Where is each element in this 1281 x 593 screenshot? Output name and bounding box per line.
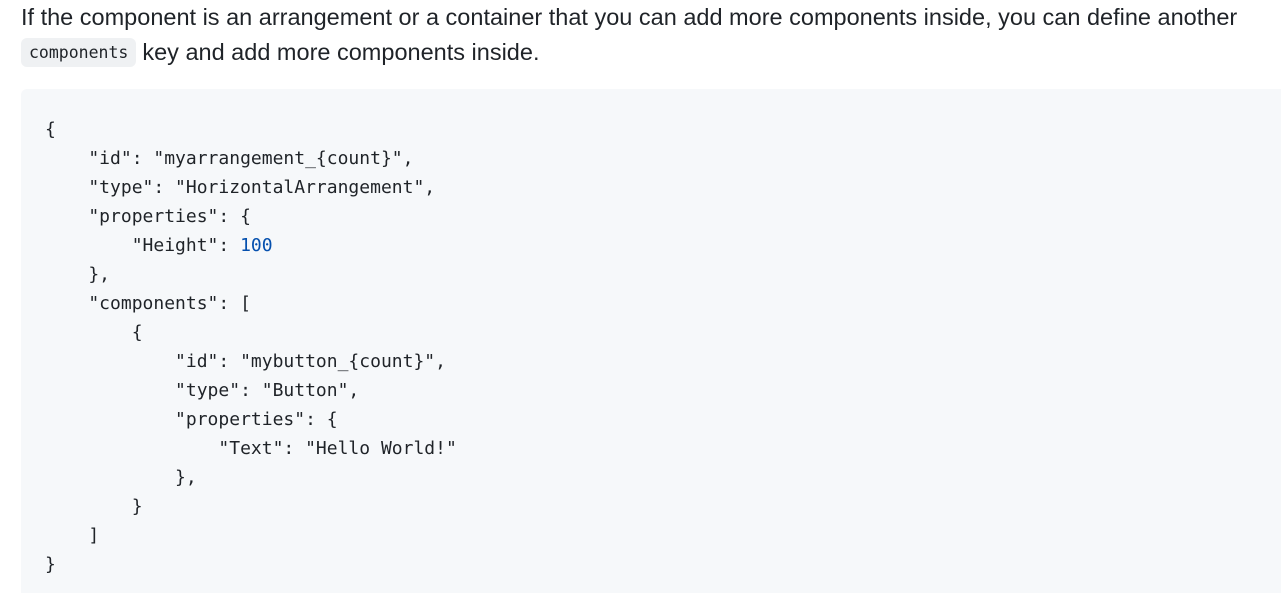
code-line-4: "properties": { [45, 206, 251, 227]
code-line-9: "id": "mybutton_{count}", [45, 351, 446, 372]
code-line-7: "components": [ [45, 293, 251, 314]
code-line-12: "Text": "Hello World!" [45, 438, 457, 459]
code-line-15: ] [45, 525, 100, 546]
height-key: "Height": [45, 235, 241, 256]
code-line-1: { [45, 119, 56, 140]
code-line-14: } [45, 496, 143, 517]
paragraph-line-2-text: key and add more components inside. [142, 39, 540, 65]
json-code[interactable]: { "id": "myarrangement_{count}", "type":… [45, 115, 457, 579]
height-number: 100 [240, 235, 273, 256]
json-code-block[interactable]: { "id": "myarrangement_{count}", "type":… [21, 89, 1281, 593]
code-line-6: }, [45, 264, 111, 285]
code-line-16: } [45, 554, 56, 575]
description-paragraph: If the component is an arrangement or a … [21, 0, 1279, 70]
code-line-3: "type": "HorizontalArrangement", [45, 177, 436, 198]
code-line-13: }, [45, 467, 197, 488]
paragraph-line-1: If the component is an arrangement or a … [21, 4, 1238, 30]
inline-code-components: components [21, 38, 137, 67]
code-line-2: "id": "myarrangement_{count}", [45, 148, 414, 169]
code-line-5: "Height": 100 [45, 231, 457, 260]
code-line-11: "properties": { [45, 409, 338, 430]
code-line-10: "type": "Button", [45, 380, 360, 401]
code-line-8: { [45, 322, 143, 343]
